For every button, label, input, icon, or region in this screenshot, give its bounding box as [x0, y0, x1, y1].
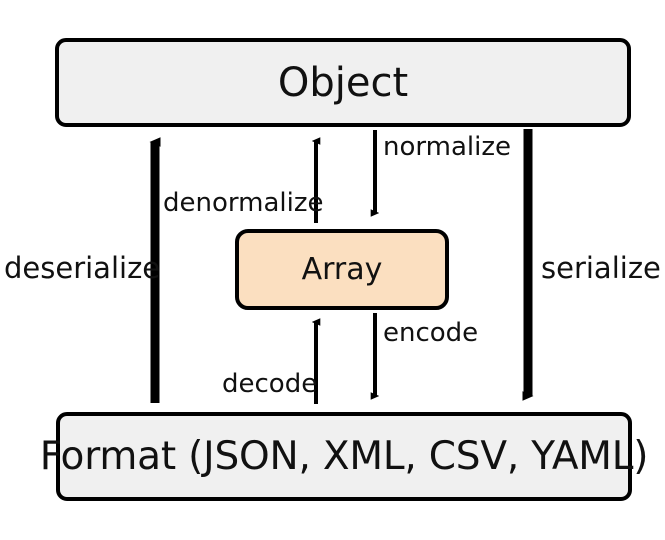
edge-label-denormalize: denormalize [163, 188, 324, 218]
edge-label-normalize: normalize [383, 132, 511, 162]
node-format-label: Format (JSON, XML, CSV, YAML) [39, 434, 649, 479]
node-array[interactable]: Array [235, 229, 449, 310]
edge-label-encode: encode [383, 318, 479, 348]
node-object[interactable]: Object [55, 38, 631, 127]
node-format[interactable]: Format (JSON, XML, CSV, YAML) [40, 412, 648, 501]
edge-label-serialize: serialize [541, 251, 661, 285]
node-object-label: Object [277, 59, 409, 106]
edge-label-deserialize: deserialize [4, 251, 161, 285]
node-array-label: Array [301, 251, 383, 287]
edge-label-decode: decode [222, 369, 318, 399]
